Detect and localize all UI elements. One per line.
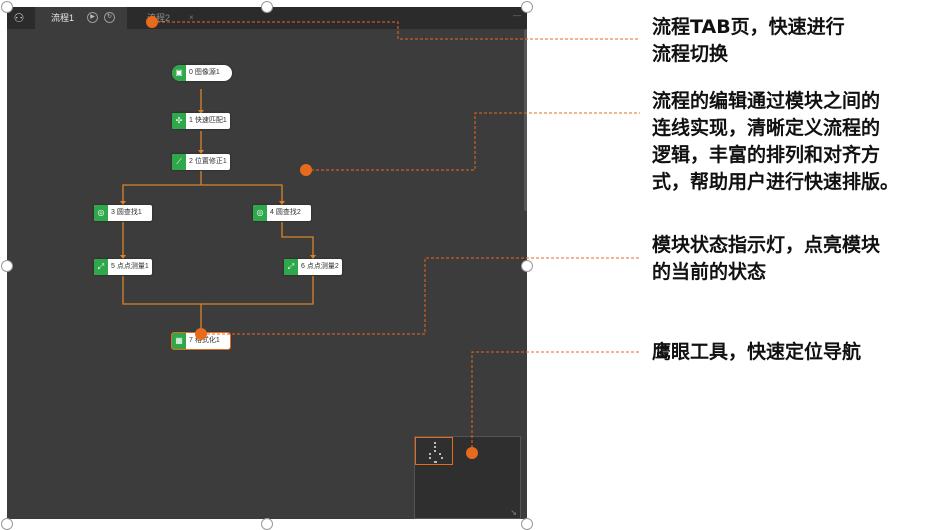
annotation-line: 流程的编辑通过模块之间的 xyxy=(652,90,881,112)
loop-run-icon[interactable]: ↻ xyxy=(104,12,115,23)
vertical-scrollbar[interactable] xyxy=(524,29,527,211)
module-label: 7 格式化1 xyxy=(189,337,220,344)
measure-icon: ⤢ xyxy=(94,259,108,275)
link-arrow xyxy=(279,201,285,205)
module-node-format[interactable]: ▦ 7 格式化1 xyxy=(171,332,231,350)
module-label: 3 圆查找1 xyxy=(111,209,142,216)
module-node-fast-match[interactable]: ✣ 1 快速匹配1 xyxy=(172,113,230,129)
callout-dot xyxy=(146,16,158,28)
measure-icon: ⤢ xyxy=(284,259,298,275)
annotation-line: 流程切换 xyxy=(652,43,729,65)
close-icon[interactable]: × xyxy=(189,13,194,22)
link-4-6 xyxy=(281,222,314,258)
module-label: 6 点点测量2 xyxy=(301,263,339,270)
module-label: 5 点点测量1 xyxy=(111,263,149,270)
callout-dot xyxy=(195,328,207,340)
annotation-line: 的当前的状态 xyxy=(652,261,767,283)
resize-corner-icon[interactable]: ↘ xyxy=(510,508,517,517)
link-arrow xyxy=(198,150,204,154)
eagle-eye-thumbnail xyxy=(429,442,443,463)
callout-line-tab xyxy=(152,21,640,40)
tab-label: 流程1 xyxy=(51,13,75,23)
annotation-line: 鹰眼工具，快速定位导航 xyxy=(652,341,862,363)
circle-find-icon: ◎ xyxy=(253,205,267,221)
flow-tree-icon[interactable]: ⚇ xyxy=(13,11,25,25)
link-6-7 xyxy=(201,276,314,305)
tab-flow-1[interactable]: 流程1 ▶ ↻ xyxy=(35,7,127,29)
annotation-flow-tab: 流程TAB页，快速进行 流程切换 xyxy=(652,14,845,68)
connection-lines xyxy=(120,89,316,334)
link-arrow xyxy=(310,255,316,259)
module-node-image-source[interactable]: ▣ 0 图像源1 xyxy=(172,65,232,81)
callout-line-eagle xyxy=(471,351,640,453)
link-2-branch xyxy=(122,171,283,204)
link-5-7 xyxy=(122,276,202,333)
flow-editor-canvas[interactable]: ⚇ 流程1 ▶ ↻ 流程2 × — xyxy=(7,7,527,519)
resize-handle[interactable] xyxy=(1,1,13,13)
annotation-line: 模块状态指示灯，点亮模块 xyxy=(652,234,881,256)
module-label: 2 位置修正1 xyxy=(189,158,227,165)
module-label: 1 快速匹配1 xyxy=(189,117,227,124)
circle-find-icon: ◎ xyxy=(94,205,108,221)
annotation-flow-editing: 流程的编辑通过模块之间的 连线实现，清晰定义流程的 逻辑，丰富的排列和对齐方 式… xyxy=(652,88,899,196)
module-node-point-measure-2[interactable]: ⤢ 6 点点测量2 xyxy=(284,259,342,275)
annotation-line: 连线实现，清晰定义流程的 xyxy=(652,117,881,139)
module-node-position-fix[interactable]: ⟋ 2 位置修正1 xyxy=(172,154,230,170)
annotation-line: 逻辑，丰富的排列和对齐方 xyxy=(652,144,881,166)
resize-handle[interactable] xyxy=(1,260,13,272)
callout-dot xyxy=(300,164,312,176)
annotation-line: 式，帮助用户进行快速排版。 xyxy=(652,171,900,193)
callout-line-status xyxy=(207,257,640,335)
camera-icon: ▣ xyxy=(172,65,186,81)
eagle-eye-viewport[interactable] xyxy=(415,437,453,465)
resize-handle[interactable] xyxy=(521,1,533,13)
link-arrow xyxy=(120,201,126,205)
match-icon: ✣ xyxy=(172,113,186,129)
module-label: 0 图像源1 xyxy=(189,69,220,76)
module-node-circle-find-1[interactable]: ◎ 3 圆查找1 xyxy=(94,205,152,221)
resize-handle[interactable] xyxy=(261,1,273,13)
tab-label: 流程2 xyxy=(147,13,171,23)
callout-dot xyxy=(466,447,478,459)
resize-handle[interactable] xyxy=(521,260,533,272)
module-label: 4 圆查找2 xyxy=(270,209,301,216)
minimize-icon[interactable]: — xyxy=(513,11,521,20)
run-icon[interactable]: ▶ xyxy=(87,12,98,23)
position-fix-icon: ⟋ xyxy=(172,154,186,170)
flow-tab-bar: ⚇ 流程1 ▶ ↻ 流程2 × — xyxy=(7,7,527,29)
format-icon: ▦ xyxy=(172,333,186,349)
module-node-circle-find-2[interactable]: ◎ 4 圆查找2 xyxy=(253,205,311,221)
link-arrow xyxy=(120,255,126,259)
callout-line-edit xyxy=(306,112,640,171)
tab-flow-2[interactable]: 流程2 × xyxy=(133,7,203,29)
module-node-point-measure-1[interactable]: ⤢ 5 点点测量1 xyxy=(94,259,152,275)
link-arrow xyxy=(198,110,204,114)
annotation-module-status: 模块状态指示灯，点亮模块 的当前的状态 xyxy=(652,232,880,286)
annotation-eagle-eye: 鹰眼工具，快速定位导航 xyxy=(652,339,861,366)
annotation-line: 流程TAB页，快速进行 xyxy=(652,16,845,38)
